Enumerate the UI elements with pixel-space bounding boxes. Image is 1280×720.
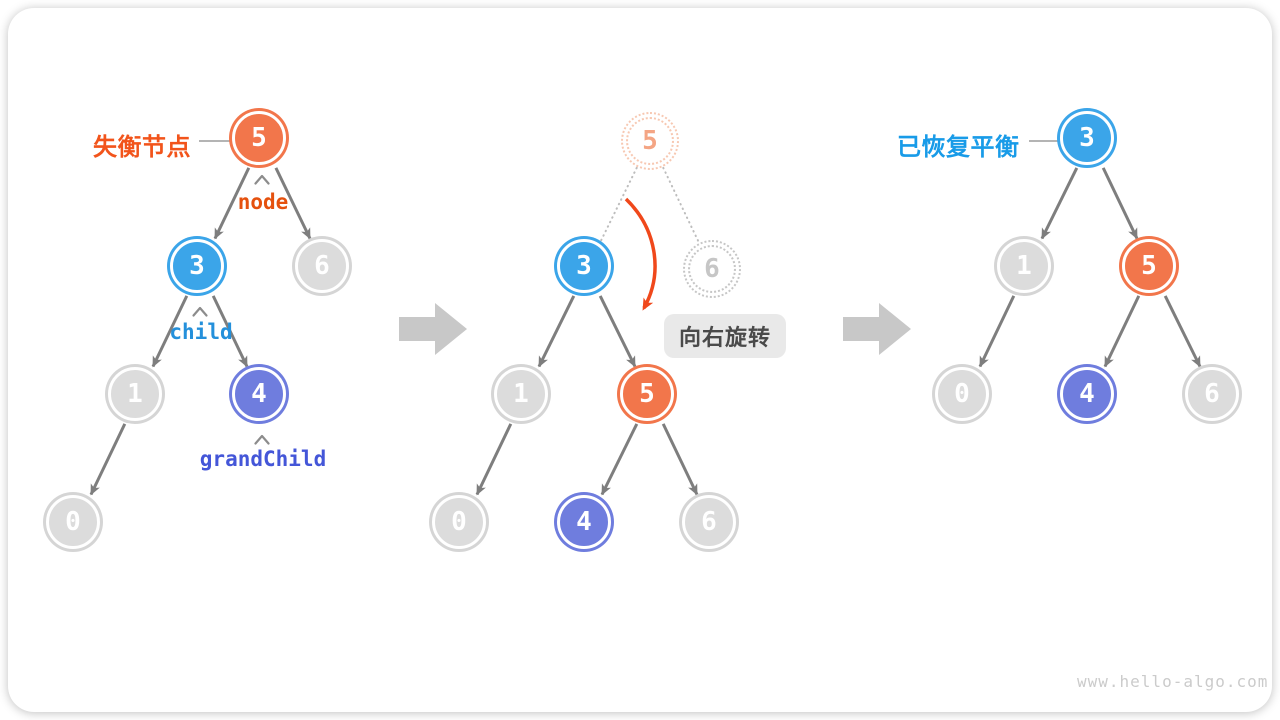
ghost-node: 6 <box>683 240 741 298</box>
tree-edges-during <box>475 295 699 496</box>
caret-node-icon <box>254 174 270 185</box>
node-value: 3 <box>189 251 205 281</box>
node-value: 5 <box>251 123 267 153</box>
rebalanced-label: 已恢复平衡 <box>897 134 1020 161</box>
tree-node: 0 <box>935 367 989 421</box>
tree-node: 3 <box>1060 111 1114 165</box>
node-value: 0 <box>954 379 970 409</box>
step-arrow-2-icon <box>843 303 911 355</box>
tree-node: 4 <box>1060 367 1114 421</box>
node-value: 1 <box>1016 251 1032 281</box>
tree-edges-before <box>89 167 312 496</box>
tree-node: 6 <box>1185 367 1239 421</box>
node-value: 5 <box>1141 251 1157 281</box>
tree-node: 1 <box>494 367 548 421</box>
step-arrows <box>399 303 911 355</box>
tree-node: 1 <box>997 239 1051 293</box>
node-value: 1 <box>127 379 143 409</box>
rotate-right-label: 向右旋转 <box>678 325 771 350</box>
tree-node: 4 <box>557 495 611 549</box>
child-ref-label: child <box>169 320 233 344</box>
node-value: 5 <box>639 379 655 409</box>
grandchild-ref-label: grandChild <box>199 447 327 471</box>
caret-grandchild-icon <box>254 434 270 445</box>
ghost-node-ring <box>626 117 674 165</box>
node-value: 4 <box>1079 379 1095 409</box>
step-arrow-1-icon <box>399 303 467 355</box>
tree-node: 1 <box>108 367 162 421</box>
caret-pointers <box>192 174 270 445</box>
node-value: 6 <box>314 251 330 281</box>
unbalanced-node-label: 失衡节点 <box>93 134 191 161</box>
tree-node: 0 <box>432 495 486 549</box>
ghost-node-ring <box>688 245 736 293</box>
tree-edges-after <box>978 167 1202 368</box>
tree-node: 6 <box>295 239 349 293</box>
node-value: 5 <box>642 126 658 156</box>
node-value: 4 <box>251 379 267 409</box>
tree-node: 5 <box>1122 239 1176 293</box>
tree-node: 3 <box>170 239 224 293</box>
tree-node: 6 <box>682 495 736 549</box>
caret-child-icon <box>192 306 208 317</box>
tree-node: 5 <box>620 367 674 421</box>
node-value: 0 <box>451 507 467 537</box>
node-value: 0 <box>65 507 81 537</box>
node-value: 6 <box>701 507 717 537</box>
node-value: 3 <box>576 251 592 281</box>
node-value: 6 <box>1204 379 1220 409</box>
rotation-arrow-icon <box>624 197 657 311</box>
node-value: 1 <box>513 379 529 409</box>
tree-node: 5 <box>232 111 286 165</box>
tree-node: 3 <box>557 239 611 293</box>
tree-node: 4 <box>232 367 286 421</box>
tree-node: 0 <box>46 495 100 549</box>
ghost-node: 5 <box>621 112 679 170</box>
node-value: 3 <box>1079 123 1095 153</box>
node-value: 6 <box>704 254 720 284</box>
rotate-right-badge: 向右旋转 <box>664 314 786 358</box>
watermark: www.hello-algo.com <box>1077 672 1269 691</box>
node-value: 4 <box>576 507 592 537</box>
node-ref-label: node <box>237 190 289 214</box>
ghost-edges <box>599 166 700 244</box>
